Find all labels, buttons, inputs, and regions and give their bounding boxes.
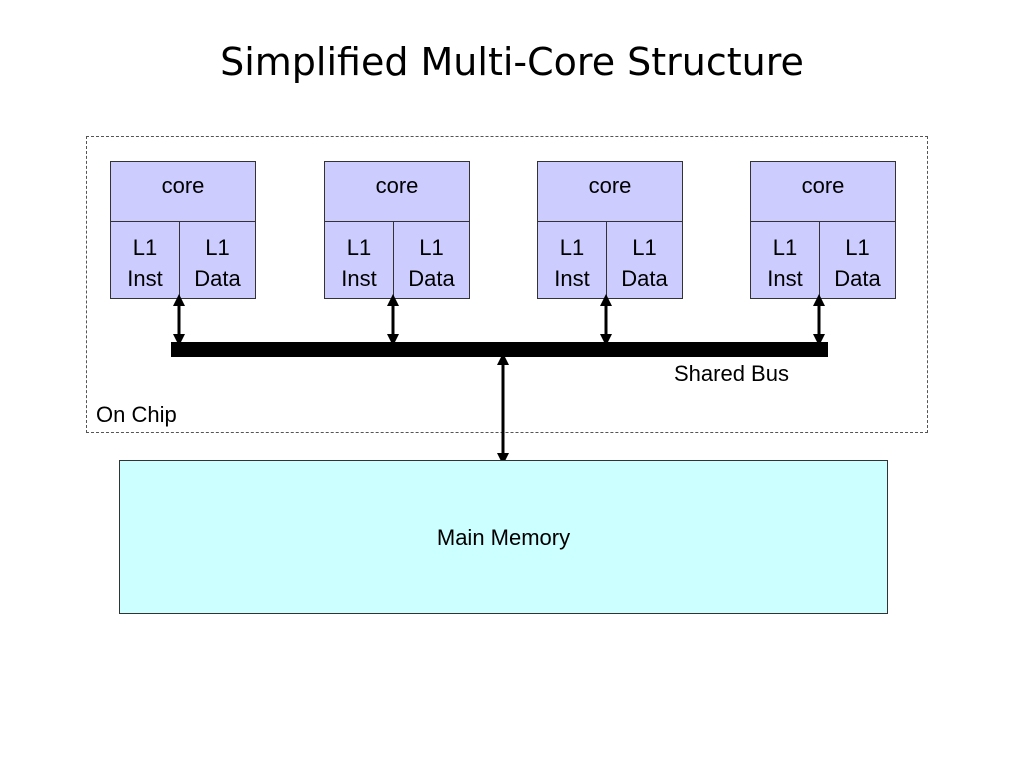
cache-type-label: Data <box>621 266 668 291</box>
l1-inst-cache: L1 Inst <box>538 222 607 298</box>
core-label: core <box>751 162 895 222</box>
core-block-2: core L1 Inst L1 Data <box>324 161 470 299</box>
on-chip-label: On Chip <box>96 402 177 427</box>
main-memory-block: Main Memory <box>119 460 888 614</box>
l1-data-cache: L1 Data <box>820 222 895 298</box>
cache-type-label: Inst <box>127 266 163 291</box>
cache-level-label: L1 <box>632 235 657 260</box>
l1-inst-cache: L1 Inst <box>111 222 180 298</box>
l1-data-cache: L1 Data <box>180 222 255 298</box>
cache-type-label: Inst <box>341 266 377 291</box>
cache-level-label: L1 <box>772 235 798 260</box>
page-title: Simplified Multi-Core Structure <box>220 40 804 84</box>
core-label: core <box>538 162 682 222</box>
shared-bus <box>171 342 828 357</box>
cache-type-label: Inst <box>554 266 590 291</box>
main-memory-label: Main Memory <box>436 525 571 550</box>
core-block-3: core L1 Inst L1 Data <box>537 161 683 299</box>
l1-data-cache: L1 Data <box>607 222 682 298</box>
cache-level-label: L1 <box>346 235 372 260</box>
cache-level-label: L1 <box>132 235 158 260</box>
cache-level-label: L1 <box>845 235 870 260</box>
core-label: core <box>325 162 469 222</box>
shared-bus-label: Shared Bus <box>674 361 789 386</box>
l1-inst-cache: L1 Inst <box>751 222 820 298</box>
cache-level-label: L1 <box>419 235 444 260</box>
l1-inst-cache: L1 Inst <box>325 222 394 298</box>
l1-data-cache: L1 Data <box>394 222 469 298</box>
core-label: core <box>111 162 255 222</box>
cache-level-label: L1 <box>205 235 230 260</box>
cache-type-label: Inst <box>767 266 803 291</box>
cache-type-label: Data <box>194 266 241 291</box>
cache-type-label: Data <box>408 266 455 291</box>
cache-level-label: L1 <box>559 235 585 260</box>
cache-type-label: Data <box>834 266 881 291</box>
core-block-4: core L1 Inst L1 Data <box>750 161 896 299</box>
